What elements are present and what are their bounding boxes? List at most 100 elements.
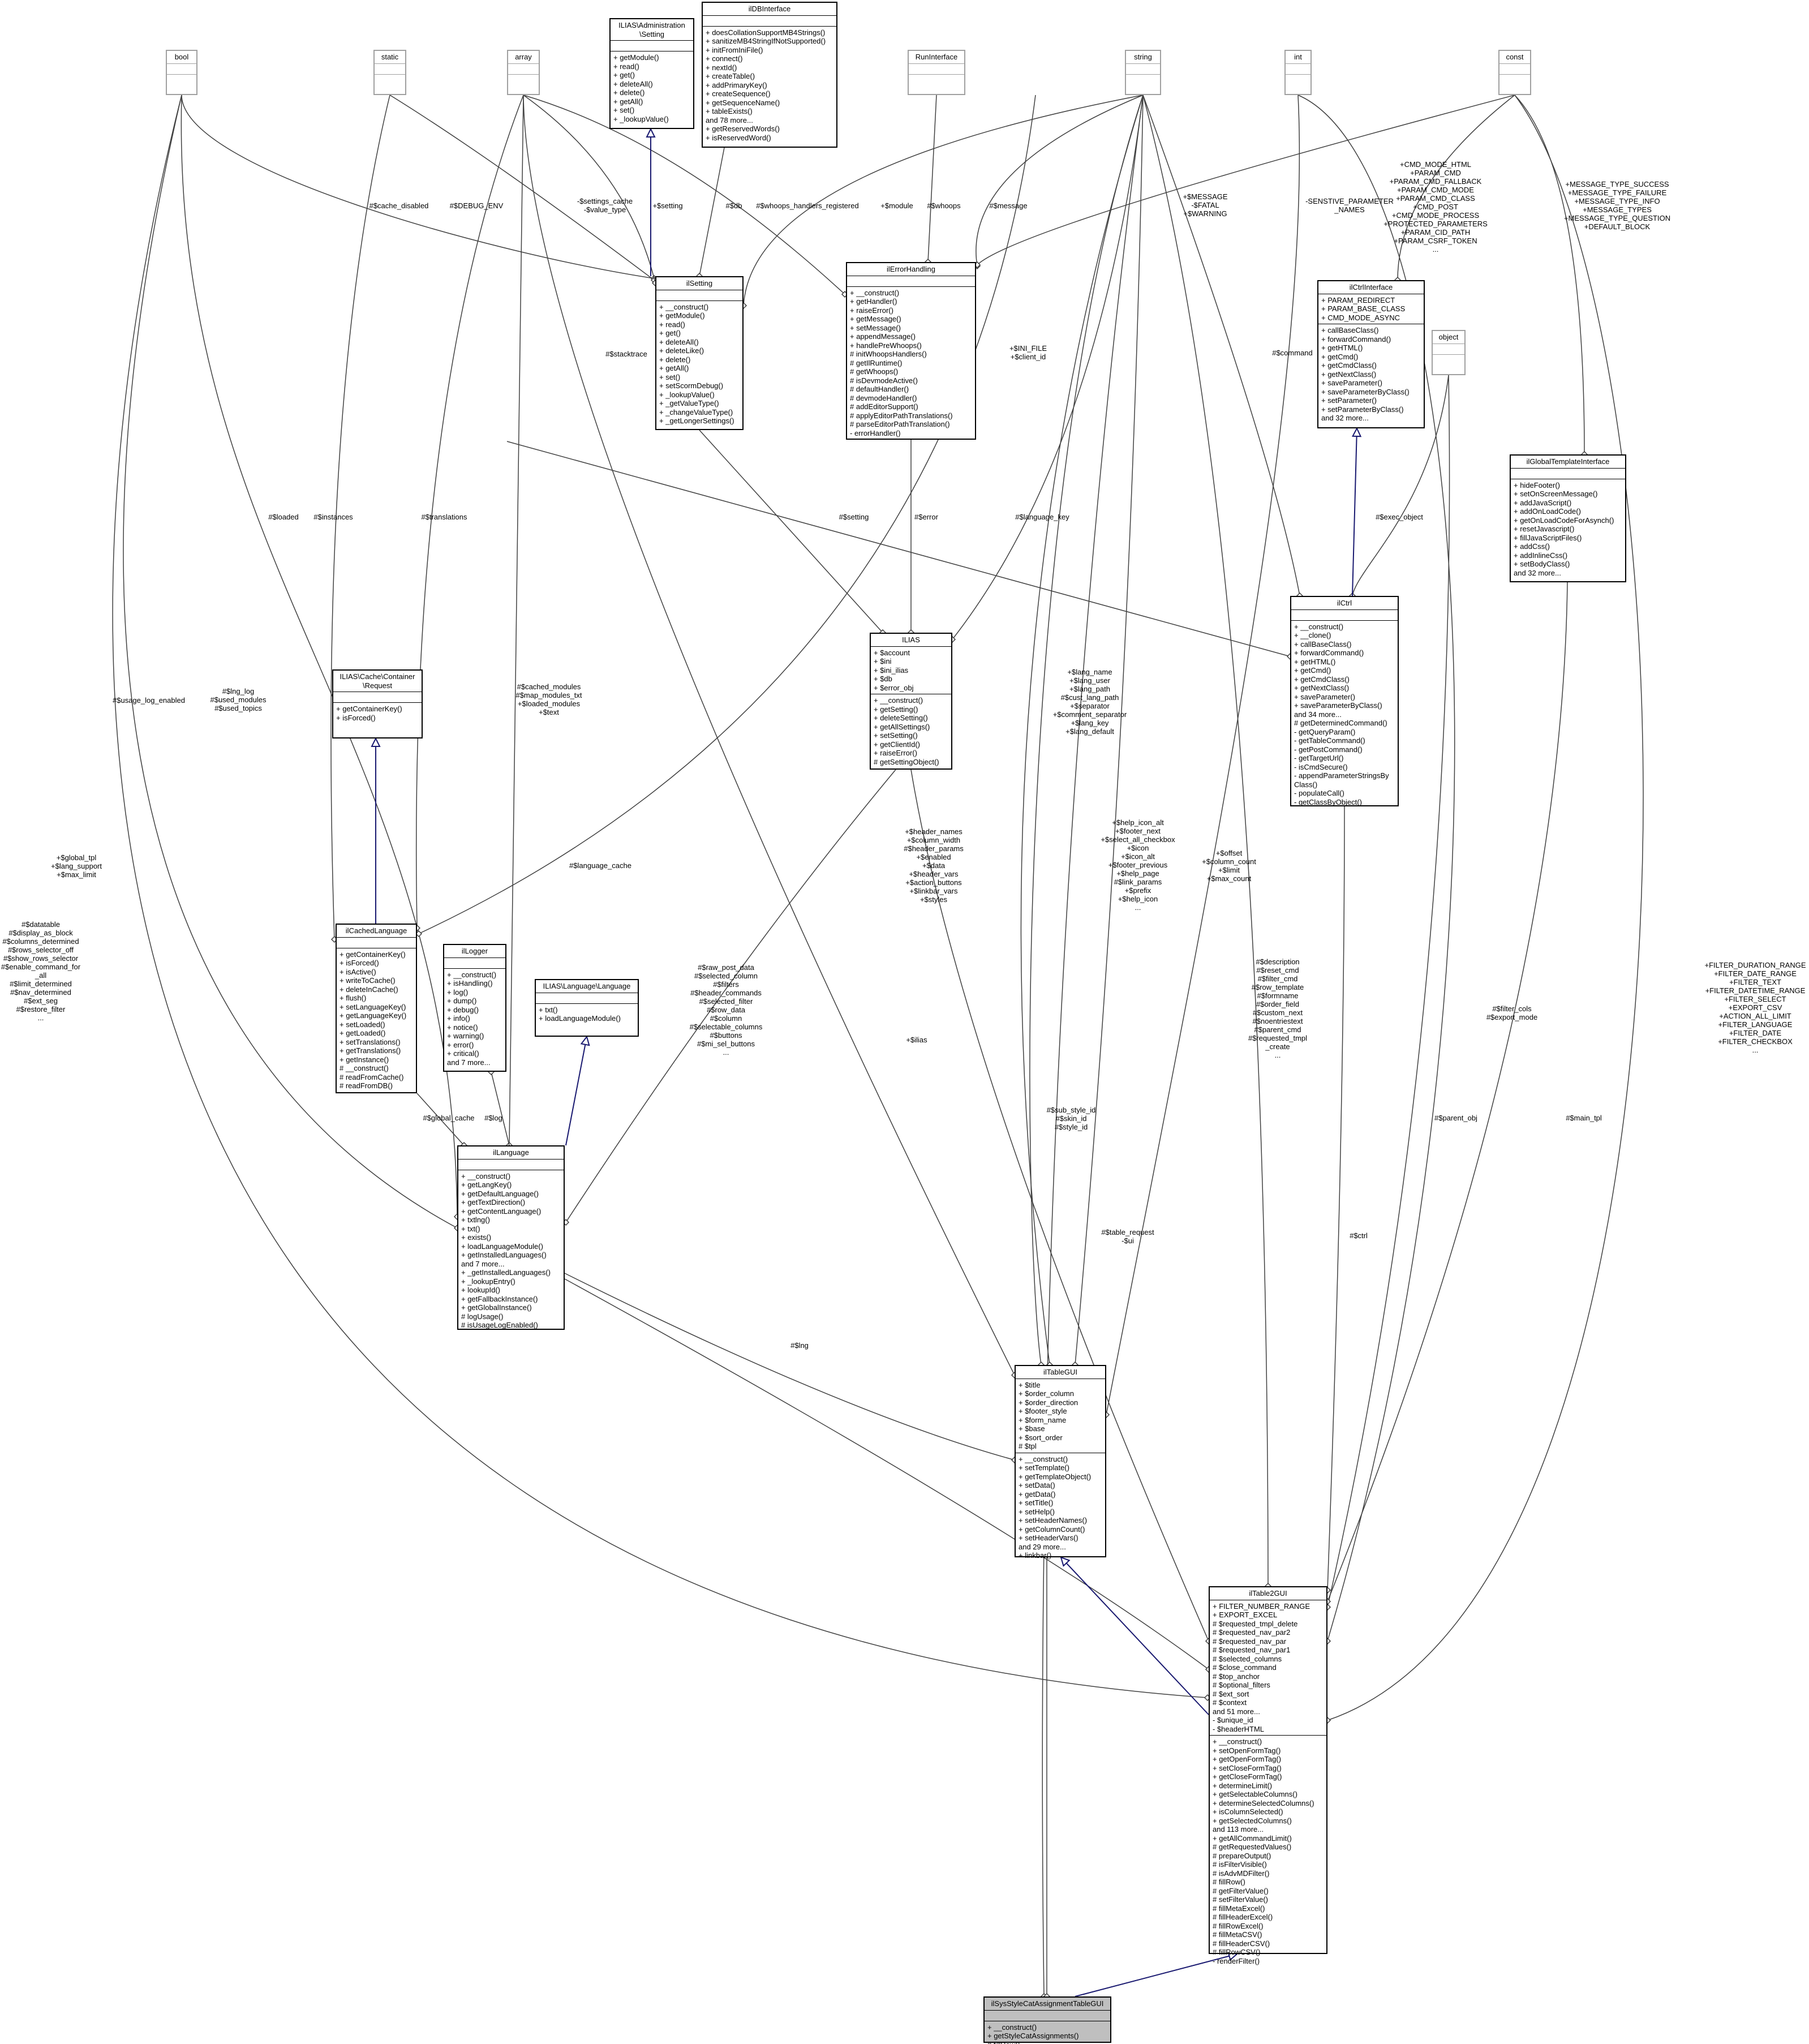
class-string[interactable]: string: [1125, 50, 1161, 95]
usage-edge: [523, 95, 845, 295]
edge-label: #$error: [914, 513, 938, 521]
edge-label: #$stacktrace: [605, 350, 647, 358]
inheritance-arrowhead: [646, 127, 656, 138]
class-iltablegui[interactable]: ilTableGUI + $title + $order_column + $o…: [1015, 1365, 1106, 1560]
class-ilglobaltemplateinterface[interactable]: ilGlobalTemplateInterface + hideFooter()…: [1510, 454, 1626, 582]
class-bool[interactable]: bool: [166, 50, 197, 95]
class-methods: + getContainerKey() + isForced() + isAct…: [340, 950, 407, 1090]
class-attributes: + FILTER_NUMBER_RANGE + EXPORT_EXCEL # $…: [1210, 1600, 1326, 1736]
usage-edge: [1397, 95, 1515, 281]
usage-edge: [330, 95, 390, 940]
class-runinterface[interactable]: RunInterface: [908, 50, 965, 95]
class-cache-request[interactable]: ILIAS\Cache\Container \Request + getCont…: [332, 669, 423, 738]
edge-label: #$whoops_handlers_registered: [756, 201, 859, 210]
edge-label: #$sub_style_id #$skin_id #$style_id: [1046, 1106, 1096, 1131]
class-const[interactable]: const: [1498, 50, 1531, 95]
usage-edge: [1297, 95, 1455, 1642]
inheritance-edge: [1352, 428, 1357, 596]
edge-label: #$loaded: [268, 513, 299, 521]
edge-label: #$translations: [421, 513, 467, 521]
class-ilias[interactable]: ILIAS + $account + $ini + $ini_ilias + $…: [870, 633, 952, 770]
class-illanguage[interactable]: ilLanguage + __construct() + getLangKey(…: [457, 1145, 565, 1330]
usage-edge: [1142, 95, 1300, 596]
edge-label: #$exec_object: [1376, 513, 1423, 521]
edge-label: +$MESSAGE -$FATAL +$WARNING: [1183, 192, 1228, 218]
edge-label: #$whoops: [927, 201, 961, 210]
edge-label: #$db: [725, 201, 742, 210]
class-title: ilTableGUI: [1016, 1366, 1105, 1379]
class-methods: + callBaseClass() + forwardCommand() + g…: [1321, 326, 1410, 422]
class-methods: + __construct() + isHandling() + log() +…: [447, 970, 497, 1067]
edge-label: #$raw_post_data #$selected_column #$filt…: [689, 963, 763, 1057]
edge-label: #$filter_cols #$export_mode: [1486, 1004, 1538, 1021]
class-language-interface[interactable]: ILIAS\Language\Language + txt() + loadLa…: [535, 979, 639, 1037]
class-methods: + __construct() + setTemplate() + getTem…: [1019, 1454, 1092, 1560]
edge-label: +$setting: [652, 201, 683, 210]
class-title: ilErrorHandling: [847, 263, 975, 276]
edge-label: -$settings_cache -$value_type: [577, 197, 633, 214]
class-methods: + doesCollationSupportMB4Strings() + san…: [706, 28, 826, 142]
usage-edge: [927, 95, 937, 263]
edge-label: #$lng: [790, 1341, 809, 1350]
class-object[interactable]: object: [1432, 330, 1466, 375]
edge-label: #$lng_log #$used_modules #$used_topics: [210, 687, 267, 712]
class-title: ILIAS\Language\Language: [536, 980, 638, 993]
usage-edge: [1020, 95, 1144, 1365]
usage-edge: [389, 95, 655, 281]
class-title: ilSysStyleCatAssignmentTableGUI: [985, 1998, 1110, 2011]
class-title: ILIAS\Administration \Setting: [611, 19, 693, 41]
edge-label: #$setting: [839, 513, 869, 521]
edge-label: #$message: [989, 201, 1028, 210]
usage-edge: [123, 95, 458, 1229]
class-attributes: + PARAM_REDIRECT + PARAM_BASE_CLASS + CM…: [1318, 294, 1424, 324]
class-title: static: [375, 51, 405, 64]
class-methods: + __construct() + getHandler() + raiseEr…: [850, 288, 953, 437]
class-ildbinterface[interactable]: ilDBInterface + doesCollationSupportMB4S…: [702, 2, 837, 148]
inheritance-edge: [1060, 1557, 1209, 1715]
edge-label: +$global_tpl +$lang_support +$max_limit: [51, 853, 102, 879]
usage-edge: [418, 95, 1036, 934]
class-title: ilDBInterface: [703, 3, 836, 16]
edge-label: #$usage_log_enabled: [113, 696, 185, 705]
usage-edge: [523, 95, 1015, 1376]
class-administration-setting[interactable]: ILIAS\Administration \Setting + getModul…: [609, 18, 694, 129]
usage-edge: [181, 95, 458, 1217]
usage-edge: [564, 1278, 1209, 1670]
class-static[interactable]: static: [373, 50, 406, 95]
edge-label: #$cached_modules #$map_modules_txt +$loa…: [515, 682, 582, 716]
class-title: const: [1499, 51, 1530, 64]
usage-edge: [910, 769, 1209, 1642]
usage-edge: [1042, 95, 1144, 1997]
class-ilctrlinterface[interactable]: ilCtrlInterface + PARAM_REDIRECT + PARAM…: [1317, 280, 1425, 428]
class-ilsysstylecatassignmenttablegui[interactable]: ilSysStyleCatAssignmentTableGUI + __cons…: [983, 1996, 1111, 2044]
edge-label: #$language_key: [1015, 513, 1069, 521]
class-ilsetting[interactable]: ilSetting + __construct() + getModule() …: [655, 276, 744, 430]
class-array[interactable]: array: [507, 50, 540, 95]
class-title: int: [1286, 51, 1310, 64]
class-methods: + getModule() + read() + get() + deleteA…: [613, 53, 669, 123]
class-title: object: [1433, 331, 1464, 344]
usage-edge: [506, 441, 1291, 657]
class-title: string: [1126, 51, 1160, 64]
class-ilerrorhandling[interactable]: ilErrorHandling + __construct() + getHan…: [846, 262, 976, 440]
usage-edge: [181, 95, 655, 279]
edge-label: #$DEBUG_ENV: [449, 201, 504, 210]
class-illogger[interactable]: ilLogger + __construct() + isHandling() …: [443, 944, 506, 1072]
class-title: RunInterface: [909, 51, 964, 64]
usage-edge: [509, 95, 524, 1146]
inheritance-edge: [565, 1036, 587, 1146]
class-iltable2gui[interactable]: ilTable2GUI + FILTER_NUMBER_RANGE + EXPO…: [1209, 1586, 1327, 1965]
usage-edge: [1327, 375, 1450, 1608]
edge-label: #$parent_obj: [1434, 1114, 1477, 1122]
class-int[interactable]: int: [1284, 50, 1312, 95]
class-ilcachedlanguage[interactable]: ilCachedLanguage + getContainerKey() + i…: [336, 924, 417, 1093]
usage-edge: [1106, 95, 1300, 1415]
inheritance-arrowhead: [371, 737, 381, 747]
inheritance-arrowhead: [1060, 1556, 1071, 1567]
edge-label: #$description #$reset_cmd #$filter_cmd #…: [1248, 957, 1308, 1059]
class-methods: + __construct() + getStyleCatAssignments…: [987, 2022, 1079, 2044]
class-ilctrl[interactable]: ilCtrl + __construct() + __clone() + cal…: [1290, 596, 1399, 806]
edge-label: +CMD_MODE_HTML +PARAM_CMD +PARAM_CMD_FAL…: [1383, 160, 1488, 254]
edge-label: +$module: [880, 201, 913, 210]
